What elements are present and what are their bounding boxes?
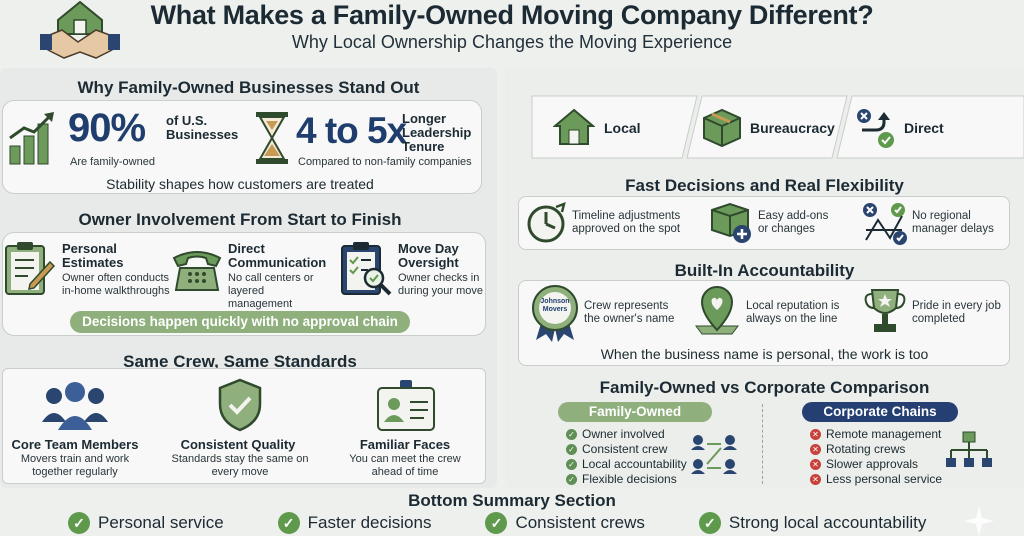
crew-item-3-desc: You can meet the crew ahead of time bbox=[349, 453, 461, 478]
people-network-icon bbox=[690, 432, 740, 480]
accountability-title: Built-In Accountability bbox=[674, 261, 855, 280]
check-icon: ✓ bbox=[566, 429, 577, 440]
accountability-item-1: Crew represents the owner's name bbox=[584, 300, 675, 325]
check-circle-icon: ✓ bbox=[68, 512, 90, 534]
location-pin-icon bbox=[692, 286, 742, 336]
check-circle-icon: ✓ bbox=[485, 512, 508, 534]
crew-item-3-title: Familiar Faces bbox=[359, 437, 451, 452]
family-item: ✓Consistent crew bbox=[566, 442, 687, 457]
corporate-items: ✕Remote management ✕Rotating crews ✕Slow… bbox=[810, 427, 942, 487]
flow-direct: Direct bbox=[904, 120, 944, 136]
check-icon: ✓ bbox=[566, 459, 577, 470]
handshake-house-icon bbox=[38, 0, 122, 62]
summary-title: Bottom Summary Section bbox=[408, 491, 616, 510]
house-icon bbox=[552, 108, 596, 146]
shield-check-icon bbox=[216, 378, 264, 432]
stat1-sub: Are family-owned bbox=[70, 156, 155, 168]
x-icon: ✕ bbox=[810, 444, 821, 455]
crew-title: Same Crew, Same Standards bbox=[123, 352, 357, 371]
ribbon-badge-icon bbox=[528, 284, 582, 342]
owner-item-1-desc: Owner often conducts in-home walkthrough… bbox=[62, 272, 170, 297]
page-title: What Makes a Family-Owned Moving Company… bbox=[150, 0, 874, 30]
owner-item-3-title: Move Day Oversight bbox=[398, 241, 459, 270]
badge-text: Johnson Movers bbox=[540, 298, 570, 313]
stand-out-footer: Stability shapes how customers are treat… bbox=[106, 176, 374, 192]
summary-item: ✓Personal service bbox=[68, 512, 224, 534]
summary-item: ✓Faster decisions bbox=[277, 512, 431, 534]
route-arrow-icon bbox=[854, 106, 900, 150]
owner-item-1-title: Personal Estimates bbox=[62, 241, 124, 270]
corporate-item: ✕Remote management bbox=[810, 427, 942, 442]
box-plus-icon bbox=[708, 202, 754, 244]
stand-out-title: Why Family-Owned Businesses Stand Out bbox=[77, 78, 420, 97]
family-owned-label: Family-Owned bbox=[558, 402, 712, 422]
check-icon: ✓ bbox=[566, 444, 577, 455]
stat-4-to-5x: 4 to 5x bbox=[296, 110, 407, 151]
fast-item-2: Easy add-ons or changes bbox=[758, 210, 829, 235]
corporate-chains-label: Corporate Chains bbox=[802, 402, 958, 422]
fast-item-3: No regional manager delays bbox=[912, 210, 994, 235]
fast-item-1: Timeline adjustments approved on the spo… bbox=[572, 210, 681, 235]
crew-item-2-title: Consistent Quality bbox=[180, 437, 296, 452]
org-chart-icon bbox=[944, 430, 994, 476]
summary-item: ✓Consistent crews bbox=[485, 512, 645, 534]
checklist-magnifier-icon bbox=[340, 240, 394, 298]
flow-bureaucracy: Bureaucracy bbox=[750, 120, 835, 136]
corporate-item: ✕Rotating crews bbox=[810, 442, 942, 457]
family-item: ✓Local accountability bbox=[566, 457, 687, 472]
clipboard-pencil-icon bbox=[4, 240, 56, 296]
stat-90-percent: 90% bbox=[68, 106, 146, 150]
bar-chart-icon bbox=[8, 110, 58, 166]
comparison-title: Family-Owned vs Corporate Comparison bbox=[599, 378, 930, 397]
summary-item: ✓Strong local accountability bbox=[698, 512, 926, 534]
owner-title: Owner Involvement From Start to Finish bbox=[78, 210, 402, 229]
box-icon bbox=[700, 108, 744, 148]
fast-title: Fast Decisions and Real Flexibility bbox=[625, 176, 904, 195]
page-subtitle: Why Local Ownership Changes the Moving E… bbox=[291, 32, 733, 52]
x-icon: ✕ bbox=[810, 459, 821, 470]
owner-item-2-desc: No call centers or layered management bbox=[228, 272, 314, 310]
check-icon: ✓ bbox=[566, 474, 577, 485]
crew-item-1-desc: Movers train and work together regularly bbox=[20, 453, 130, 478]
trophy-icon bbox=[862, 286, 908, 336]
family-item: ✓Flexible decisions bbox=[566, 472, 687, 487]
stat2-sub: Compared to non-family companies bbox=[298, 156, 472, 168]
fast-panel bbox=[518, 196, 1010, 250]
accountability-item-3: Pride in every job completed bbox=[912, 300, 1001, 325]
accountability-panel bbox=[518, 280, 1010, 366]
check-circle-icon: ✓ bbox=[698, 512, 721, 534]
team-group-icon bbox=[40, 380, 110, 432]
reroute-icon bbox=[860, 200, 908, 246]
x-icon: ✕ bbox=[810, 474, 821, 485]
accountability-footer: When the business name is personal, the … bbox=[600, 346, 929, 362]
crew-item-2-desc: Standards stay the same on every move bbox=[171, 453, 309, 478]
x-icon: ✕ bbox=[810, 429, 821, 440]
id-badge-icon bbox=[374, 378, 438, 434]
decisions-pill: Decisions happen quickly with no approva… bbox=[70, 311, 410, 333]
stand-out-panel bbox=[2, 100, 482, 194]
crew-item-1-title: Core Team Members bbox=[11, 437, 139, 452]
family-items: ✓Owner involved ✓Consistent crew ✓Local … bbox=[566, 427, 687, 487]
hourglass-icon bbox=[254, 110, 290, 166]
summary-row: ✓Personal service ✓Faster decisions ✓Con… bbox=[68, 512, 968, 534]
stopwatch-icon bbox=[526, 201, 568, 244]
owner-item-2-title: Direct Communication bbox=[228, 241, 327, 270]
telephone-icon bbox=[170, 244, 224, 294]
comparison-divider bbox=[762, 404, 763, 484]
owner-item-3-desc: Owner checks in during your move bbox=[398, 272, 483, 297]
flow-local: Local bbox=[604, 120, 641, 136]
corporate-item: ✕Slower approvals bbox=[810, 457, 942, 472]
corporate-item: ✕Less personal service bbox=[810, 472, 942, 487]
accountability-item-2: Local reputation is always on the line bbox=[746, 300, 840, 325]
stat2-label: Longer Leadership Tenure bbox=[402, 111, 472, 154]
check-circle-icon: ✓ bbox=[277, 512, 300, 534]
family-item: ✓Owner involved bbox=[566, 427, 687, 442]
stat1-label: of U.S. Businesses bbox=[166, 113, 239, 142]
sparkle-icon bbox=[964, 506, 994, 536]
